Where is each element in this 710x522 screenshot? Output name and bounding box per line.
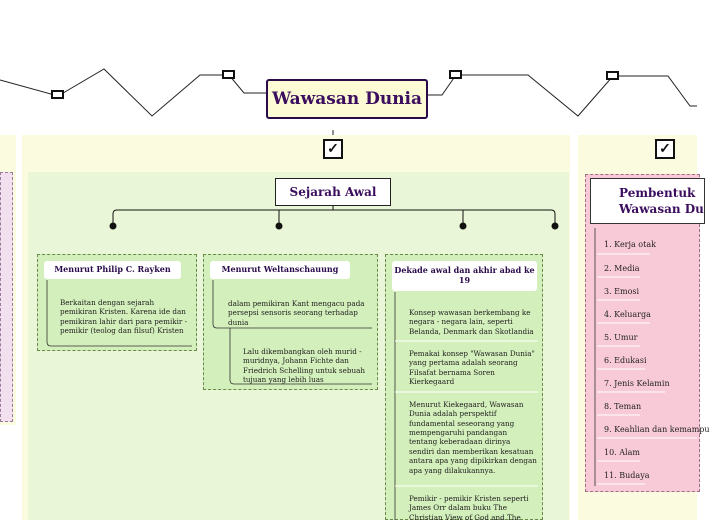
list-item: 4. Keluarga [604,310,651,319]
card-text: Menurut Kiekegaard, Wawasan Dunia adalah… [409,400,537,475]
root-topic[interactable]: Wawasan Dunia [266,79,428,119]
list-item: 3. Emosi [604,287,640,296]
list-item: 10. Alam [604,448,640,457]
connector-node[interactable] [222,70,235,79]
pembentuk-box [585,174,700,492]
card-text: Berkaitan dengan sejarah pemikiran Krist… [60,298,188,336]
left-pink-partial [0,172,13,422]
list-item: 9. Keahlian dan kemampu [604,425,710,434]
card-heading[interactable]: Menurut Weltanschauung [210,261,350,279]
list-item: 7. Jenis Kelamin [604,379,670,388]
connector-node[interactable] [449,70,462,79]
connector-node[interactable] [606,71,619,80]
card-text: Pemikir - pemikir Kristen seperti James … [409,494,529,522]
checkbox-center[interactable]: ✓ [323,139,343,159]
card-text: Konsep wawasan berkembang ke negara - ne… [409,308,534,336]
list-item: 1. Kerja otak [604,240,656,249]
pembentuk-heading[interactable]: Pembentuk Wawasan Du [590,178,705,224]
checkbox-right[interactable]: ✓ [655,139,675,159]
card-text: Pemakai konsep "Wawasan Dunia" yang pert… [409,349,535,387]
card-bracket [394,292,538,520]
list-item: 6. Edukasi [604,356,647,365]
connector-node[interactable] [51,90,64,99]
card-text: Lalu dikembangkan oleh murid - muridnya,… [243,347,365,385]
card-heading[interactable]: Menurut Philip C. Rayken [44,261,181,279]
list-item: 8. Teman [604,402,642,411]
list-item: 5. Umur [604,333,638,342]
card-bracket [212,280,372,385]
card-heading[interactable]: Dekade awal dan akhir abad ke 19 [392,261,537,291]
card-text: dalam pemikiran Kant mengacu pada persep… [228,299,365,327]
list-item: 2. Media [604,264,640,273]
list-underlines [597,253,697,485]
card-dekade-awal [385,254,543,520]
list-bracket [594,228,596,486]
card-bracket [46,280,192,347]
list-item: 11. Budaya [604,471,650,480]
section-title-sejarah-awal[interactable]: Sejarah Awal [275,178,391,206]
branch-connectors [109,206,559,230]
